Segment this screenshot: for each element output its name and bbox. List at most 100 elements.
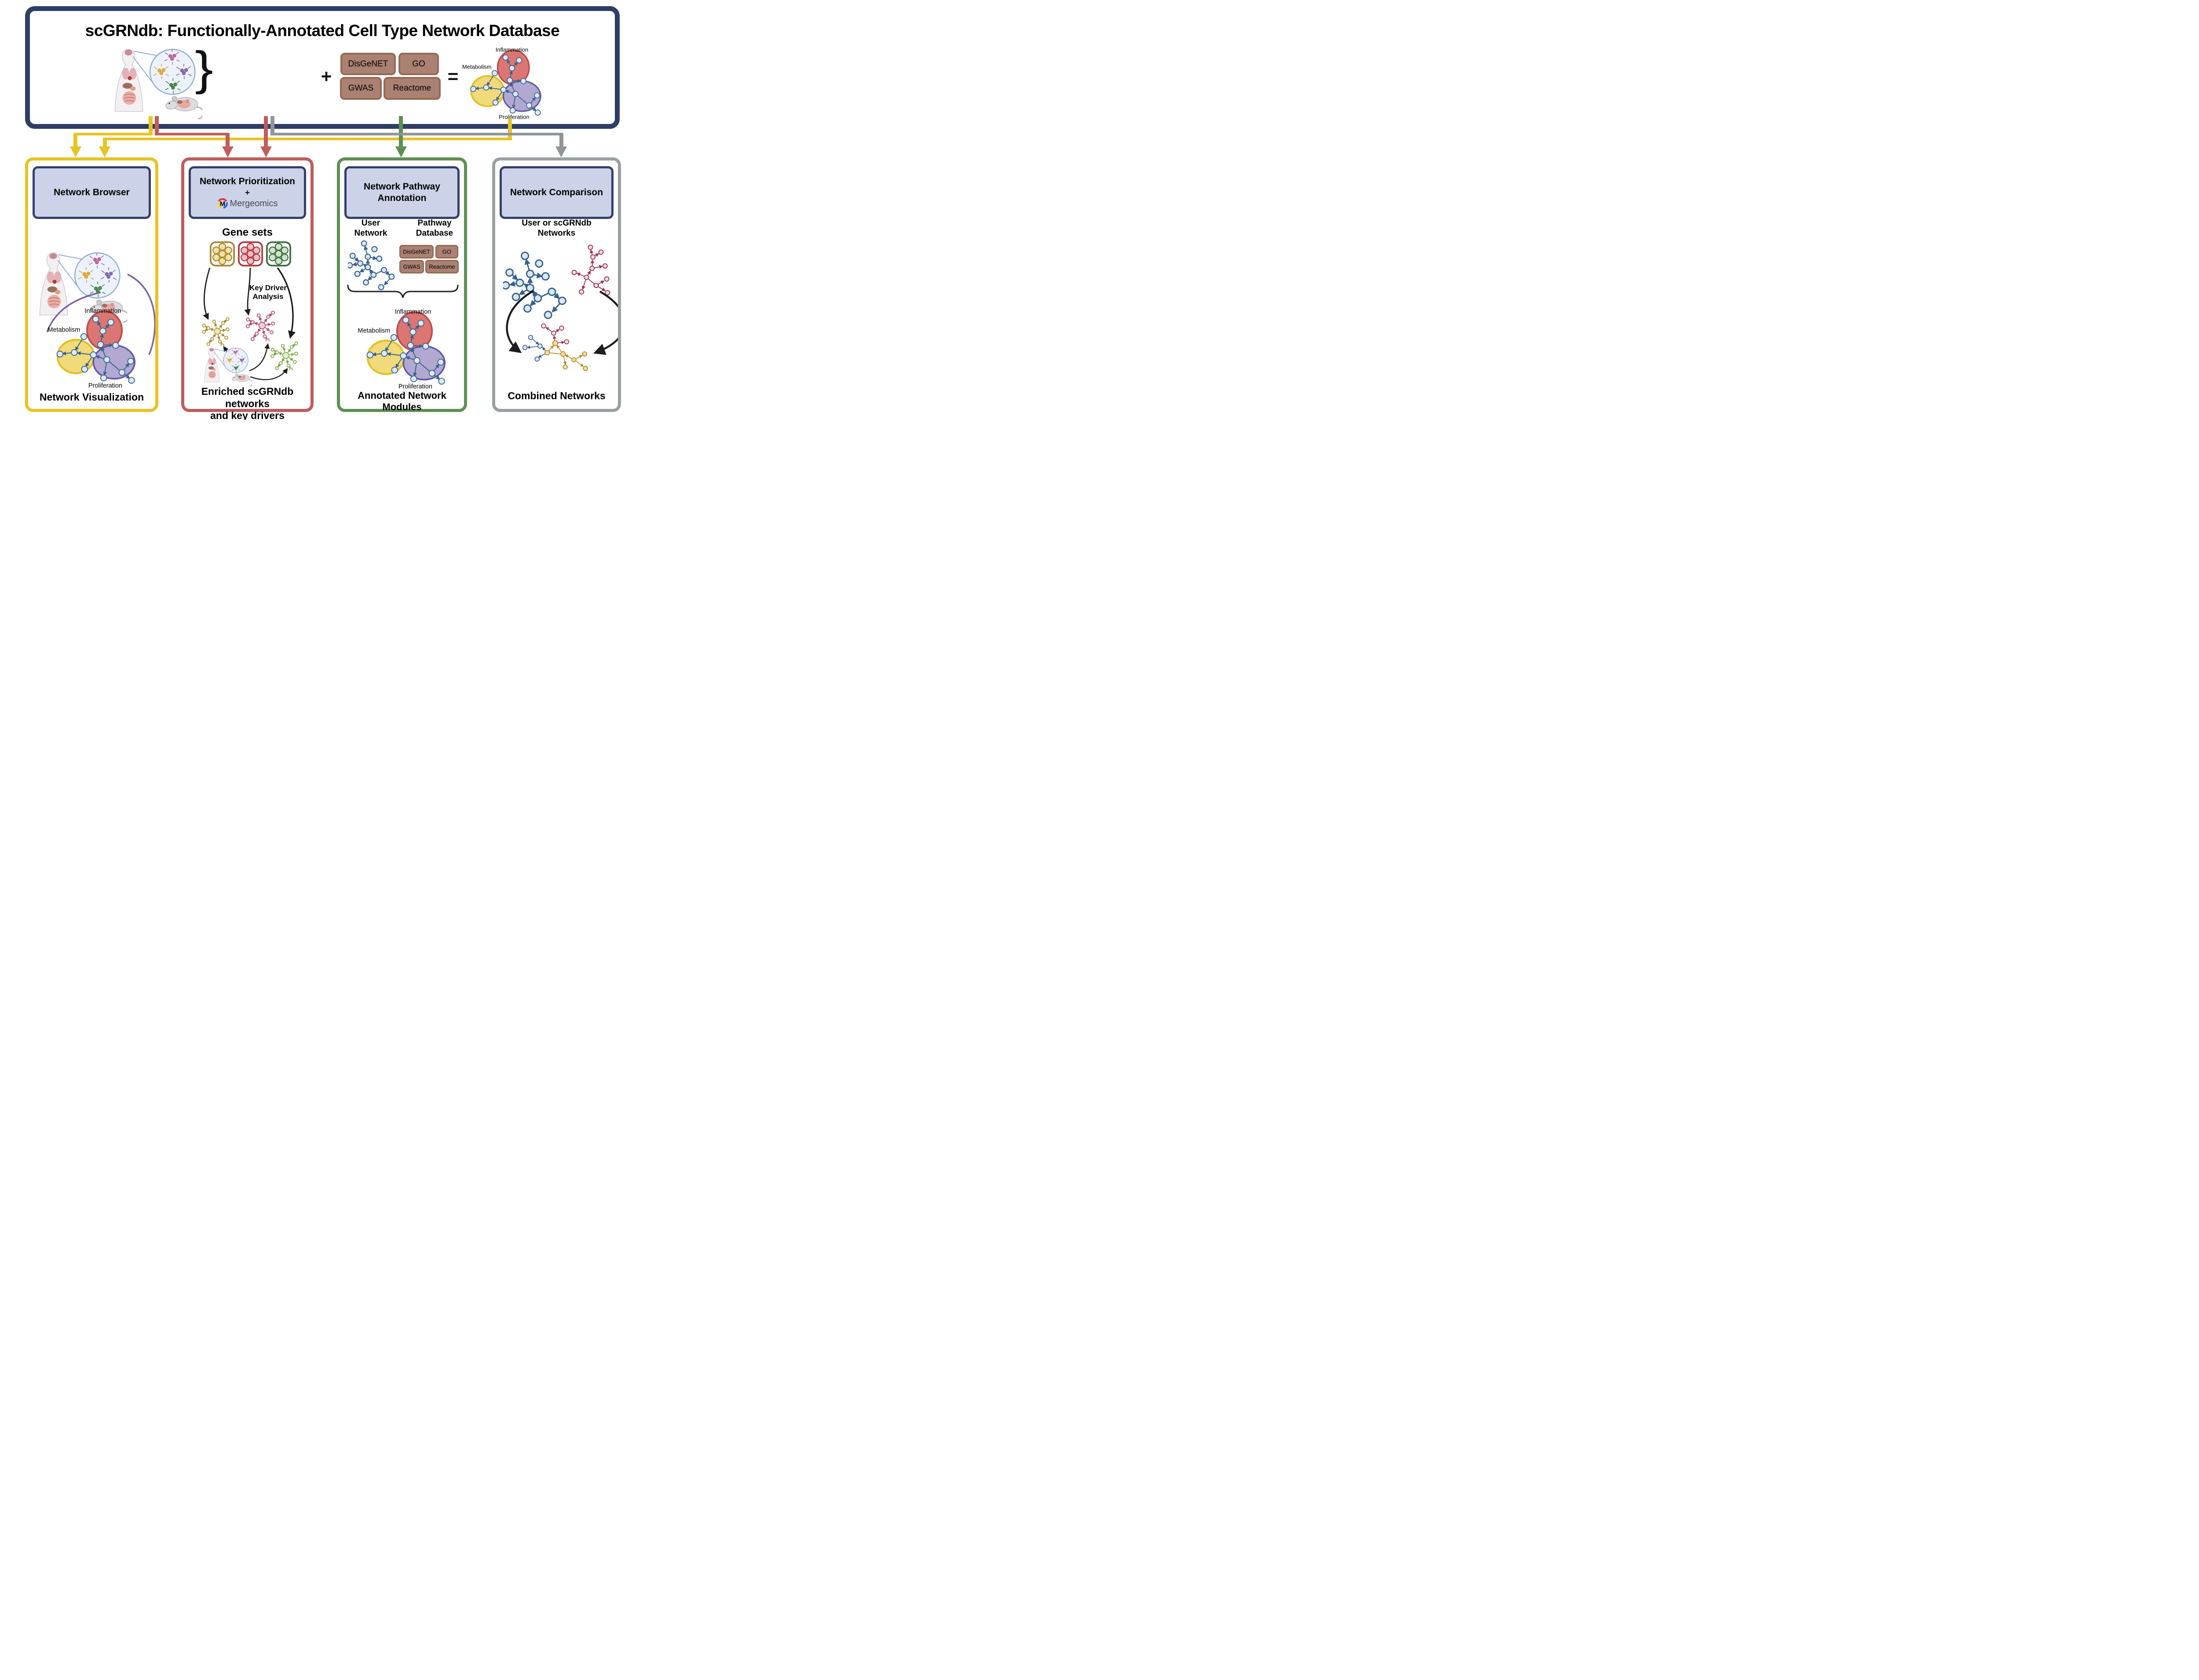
human-mouse-cells-illustration [112, 44, 202, 120]
database-box-disgenet: DisGeNET [340, 53, 396, 75]
module-label-metabolism: Metabolism [462, 64, 492, 70]
database-label: Reactome [393, 84, 431, 93]
panel-network-browser: Network Browser [25, 157, 158, 412]
arrow-line-comparison [270, 116, 274, 135]
annotated-modules-graphic: Inflammation Metabolism Proliferation [47, 307, 136, 389]
arrow-line-prioritization [155, 116, 159, 135]
panel-header-browser: Network Browser [33, 166, 151, 219]
figure-canvas: scGRNdb: Functionally-Annotated Cell Typ… [0, 0, 645, 420]
database-box-reactome: Reactome [425, 260, 459, 273]
arrowhead-prioritization-1 [222, 146, 234, 157]
module-label-proliferation: Proliferation [88, 382, 122, 389]
module-label-inflammation: Inflammation [395, 308, 431, 315]
panel-network-comparison: Network Comparison User or scGRNdb Netwo… [492, 157, 621, 412]
caption-line2: and key drivers [210, 410, 285, 420]
pathway-label-line2: Database [416, 228, 453, 238]
arrow-line-annotation [399, 116, 403, 147]
arrowhead-prioritization-2 [260, 146, 272, 157]
arrow-line-comparison [270, 133, 563, 135]
curly-brace: } [195, 41, 213, 95]
panel-header-line2: Annotation [377, 193, 427, 203]
browse-arrow-curves [46, 273, 155, 355]
gene-sets-label: Gene sets [222, 226, 273, 238]
database-label: GO [442, 248, 452, 255]
plus-label: + [245, 188, 250, 197]
comparison-sub-line2: Networks [537, 228, 576, 238]
arrowhead-comparison [555, 146, 567, 157]
merge-arrows [506, 290, 618, 355]
combined-network-graph [520, 322, 595, 376]
kda-arrows [203, 267, 296, 380]
panel-header-annotation: Network Pathway Annotation [344, 166, 460, 219]
key-driver-analysis-label: Key Driver Analysis [228, 284, 308, 302]
key-driver-network-pink [246, 310, 275, 341]
key-driver-network-gold [202, 317, 230, 346]
caption-combined-networks: Combined Networks [508, 390, 606, 401]
plus-operator: + [321, 66, 332, 87]
panel-header-label: Network Prioritization [199, 176, 296, 187]
database-label: Reactome [429, 263, 455, 270]
arrowhead-browser-1 [70, 146, 81, 157]
human-mouse-cells-illustration [203, 345, 252, 387]
arrow-line-browser-2 [103, 138, 512, 140]
database-box-gwas: GWAS [399, 260, 424, 273]
module-label-proliferation: Proliferation [499, 114, 529, 120]
equals-operator: = [447, 66, 459, 87]
database-label: GWAS [403, 263, 420, 270]
pathway-label-line1: Pathway [417, 219, 452, 228]
panel-header-comparison: Network Comparison [500, 166, 614, 219]
database-box-go: GO [435, 245, 458, 259]
arrow-line-browser-2 [103, 139, 107, 147]
user-label-line2: Network [354, 228, 387, 238]
database-box-reactome: Reactome [384, 77, 441, 100]
database-label: DisGeNET [348, 59, 388, 69]
database-box-go: GO [398, 53, 439, 75]
annotated-modules-graphic: Inflammation Metabolism Proliferation [462, 47, 541, 120]
pathway-database-label: Pathway Database [406, 219, 463, 239]
arrowhead-browser-2 [99, 146, 110, 157]
arrow-line-prioritization-2 [264, 116, 268, 147]
arrow-line-browser [149, 116, 153, 135]
module-label-inflammation: Inflammation [85, 307, 121, 314]
arrow-line-browser [73, 133, 153, 135]
mergeomics-logo-text: Mergeomics [230, 198, 278, 208]
arrowhead-annotation [395, 146, 407, 157]
mergeomics-logo-icon: M [217, 198, 228, 209]
caption-network-visualization: Network Visualization [39, 391, 144, 403]
panel-header-line1: Network Pathway [364, 181, 440, 192]
database-box-gwas: GWAS [340, 77, 382, 100]
module-label-inflammation: Inflammation [496, 47, 529, 53]
figure-title: scGRNdb: Functionally-Annotated Cell Typ… [85, 22, 560, 40]
panel-header-label: Network Browser [54, 187, 130, 197]
database-box-disgenet: DisGeNET [399, 245, 434, 259]
comparison-sub-line1: User or scGRNdb [522, 219, 592, 228]
caption-annotated-modules: Annotated Network Modules [358, 390, 446, 413]
module-label-proliferation: Proliferation [398, 383, 432, 390]
database-label: GWAS [348, 84, 374, 93]
arrow-line-browser [73, 135, 77, 147]
logo-m: M [219, 200, 225, 208]
module-label-metabolism: Metabolism [47, 327, 80, 334]
caption-line1: Enriched scGRNdb networks [201, 386, 294, 409]
kda-line1: Key Driver [249, 284, 287, 292]
caption-enriched-networks: Enriched scGRNdb networks and key driver… [184, 386, 310, 420]
kda-line2: Analysis [252, 292, 284, 301]
annotated-modules-graphic: Inflammation Metabolism Proliferation [358, 308, 446, 390]
arrow-line-prioritization [226, 135, 230, 147]
module-label-metabolism: Metabolism [358, 328, 390, 335]
user-network-label: User Network [344, 219, 397, 239]
panel-network-prioritization: Network Prioritization + M Mergeomics Ge… [181, 157, 314, 420]
panel-header-prioritization: Network Prioritization + M Mergeomics [189, 166, 306, 219]
database-label: DisGeNET [402, 248, 431, 255]
arrow-line-comparison [559, 135, 563, 147]
database-label: GO [412, 59, 425, 69]
arrow-line-prioritization [155, 133, 230, 135]
panel-network-pathway-annotation: Network Pathway Annotation User Network … [337, 157, 467, 412]
panel-header-label: Network Comparison [510, 187, 603, 197]
key-driver-network-green [270, 341, 298, 370]
user-label-line1: User [361, 219, 380, 228]
user-or-scgrndb-label: User or scGRNdb Networks [500, 219, 614, 239]
mergeomics-logo-row: M Mergeomics [217, 198, 278, 209]
underbrace [347, 284, 459, 298]
arrow-line-browser-2 [508, 119, 512, 140]
